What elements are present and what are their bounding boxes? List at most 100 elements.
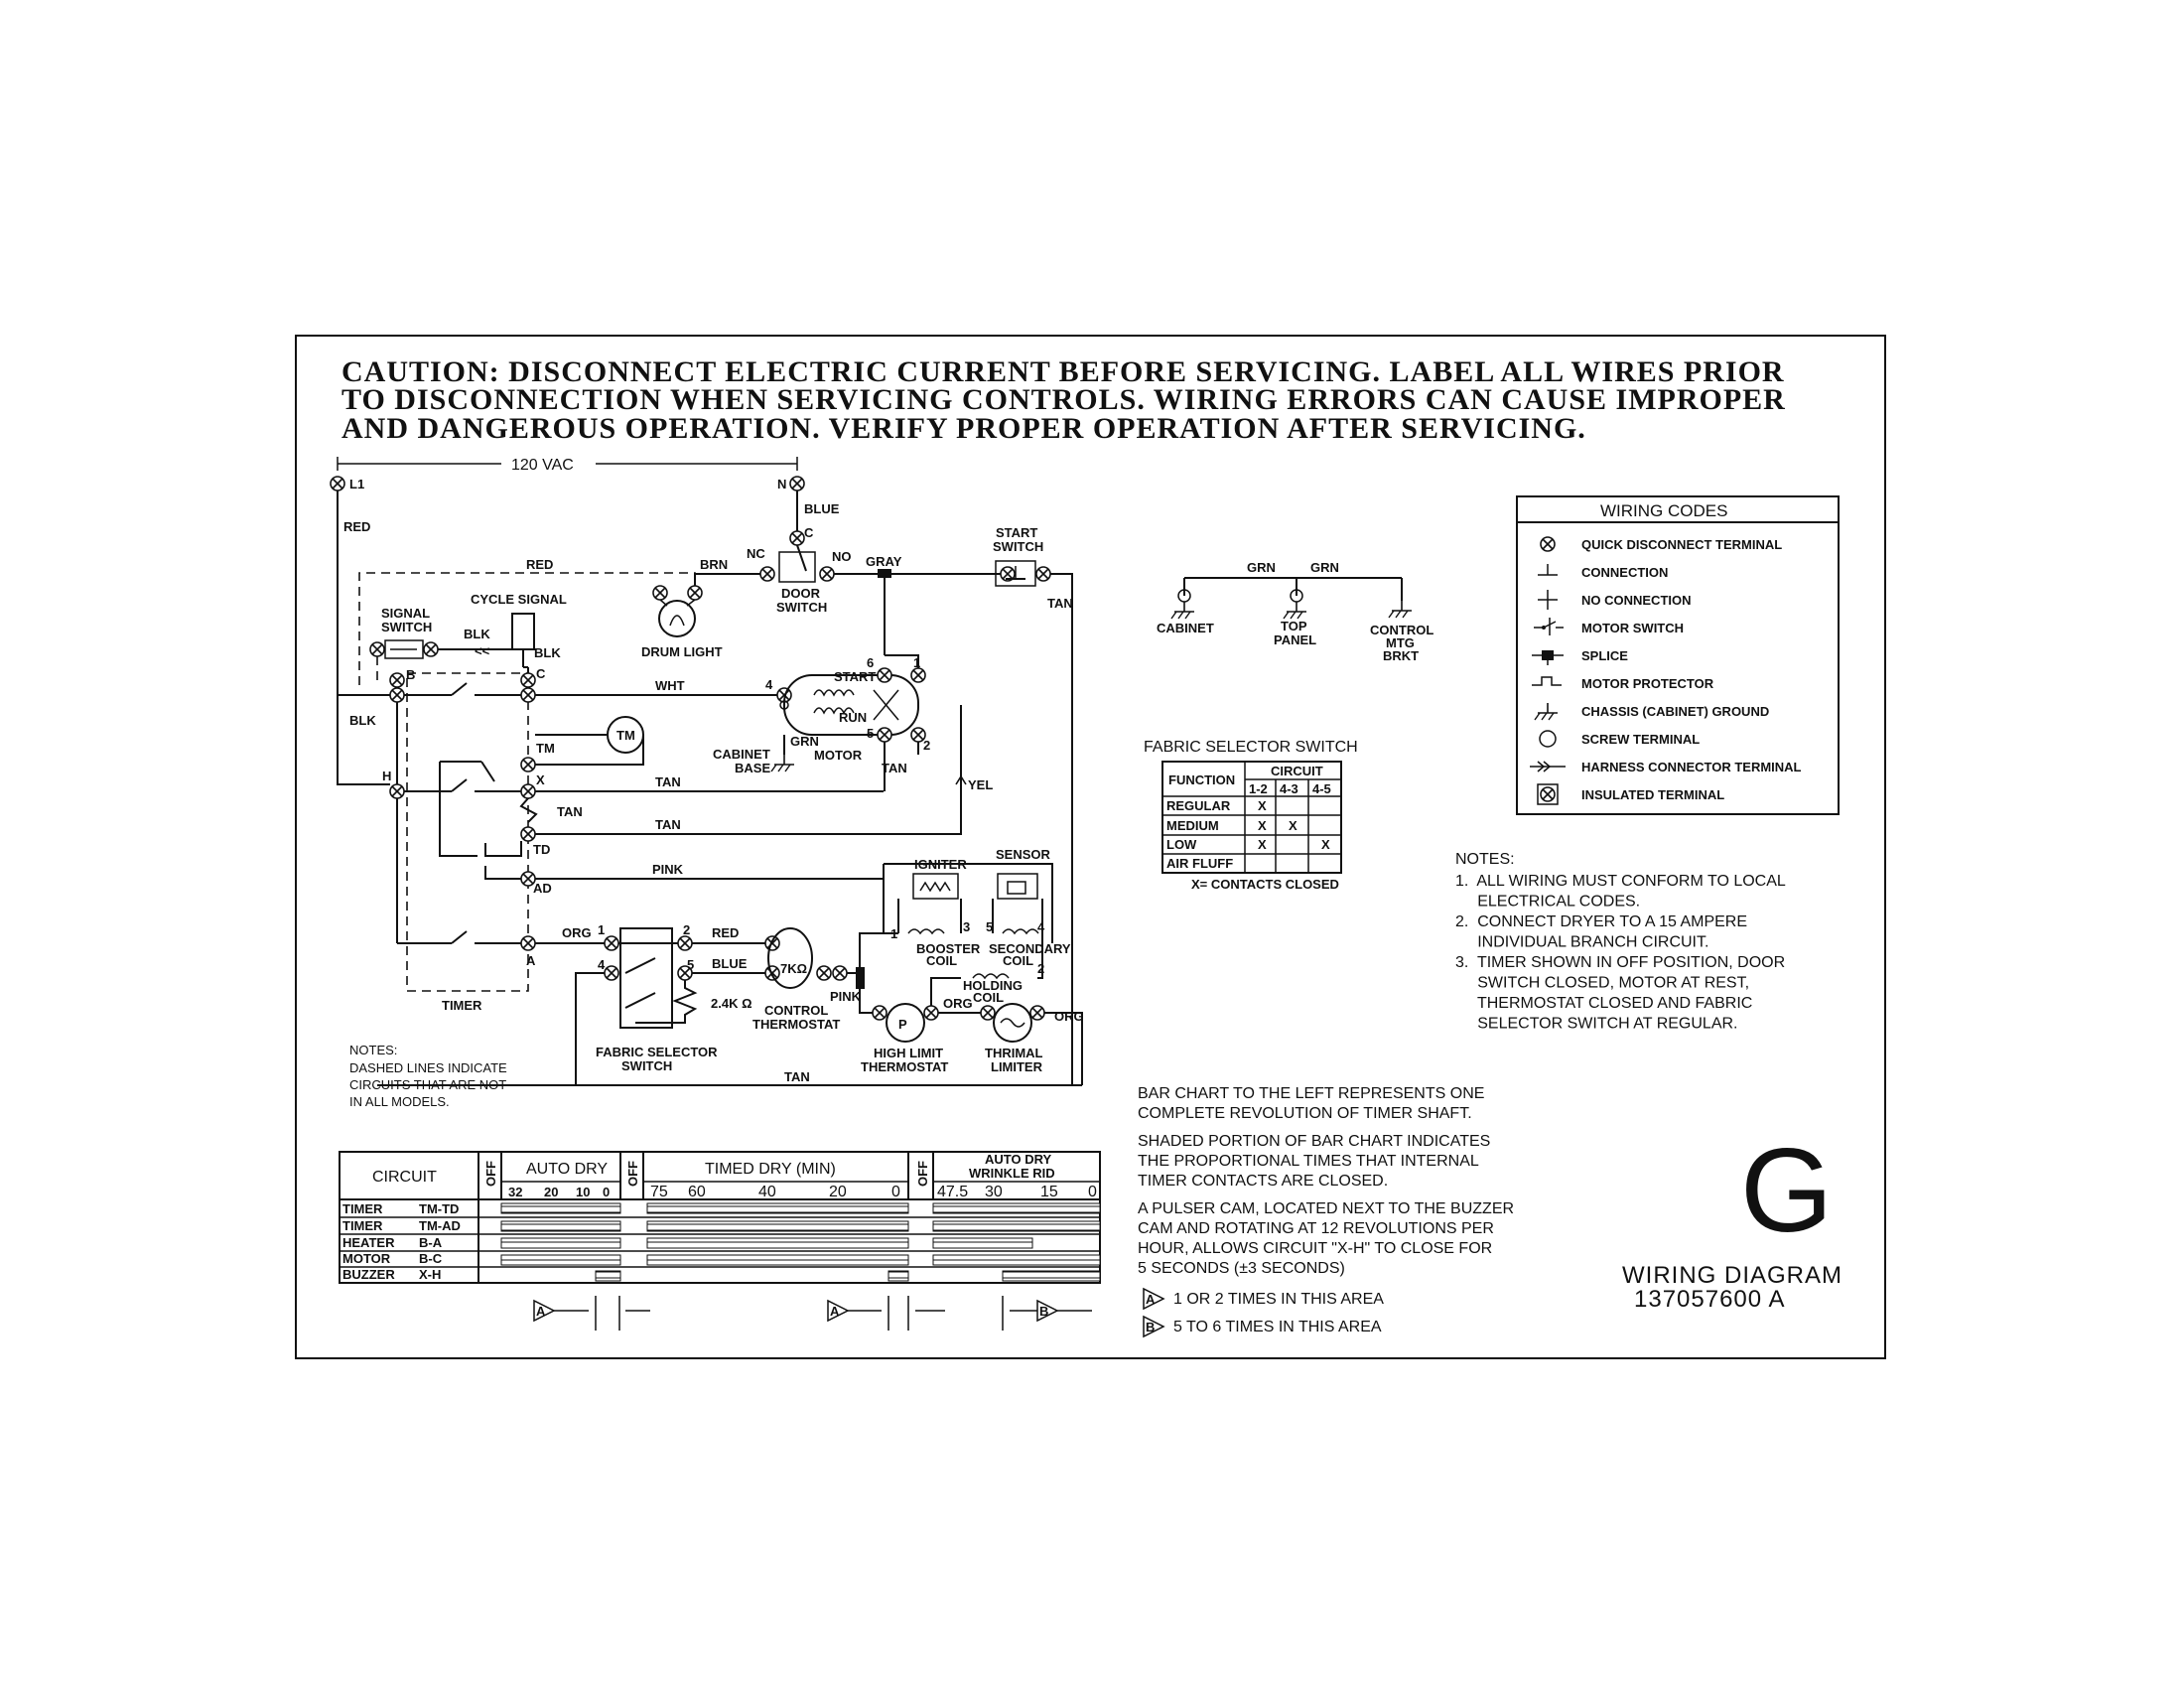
n-terminal bbox=[789, 476, 805, 491]
sensor-contact bbox=[1007, 881, 1026, 895]
fabric-col-header: 1-2 bbox=[1249, 781, 1268, 796]
bar-off-3: OFF bbox=[915, 1161, 930, 1187]
legend-label: MOTOR SWITCH bbox=[1581, 621, 1684, 635]
bar-segment bbox=[646, 1220, 909, 1232]
l1-label: L1 bbox=[349, 477, 364, 491]
ct-terminal-4 bbox=[832, 965, 848, 981]
wiring-codes-title: WIRING CODES bbox=[1600, 501, 1727, 520]
cabinet-base-ground-icon bbox=[770, 754, 795, 772]
drum-light-label: DRUM LIGHT bbox=[641, 644, 723, 659]
bar-tick-timed: 20 bbox=[829, 1184, 847, 1200]
drum-light-icon bbox=[658, 600, 696, 637]
wire-org-hl: ORG bbox=[943, 996, 973, 1011]
fabric-selector-label-1: FABRIC SELECTOR bbox=[596, 1045, 718, 1059]
motor-run-label: RUN bbox=[839, 710, 867, 725]
notes-left-line-1: DASHED LINES INDICATE bbox=[349, 1060, 507, 1075]
legend-label: INSULATED TERMINAL bbox=[1581, 787, 1724, 802]
fs-4-terminal bbox=[604, 965, 619, 981]
motor-protector-icon bbox=[1532, 676, 1562, 686]
bar-row-name: HEATER bbox=[342, 1235, 395, 1250]
bar-chart-explanation: BAR CHART TO THE LEFT REPRESENTS ONECOMP… bbox=[1138, 1085, 1514, 1338]
bar-off-1: OFF bbox=[483, 1161, 498, 1187]
timer-td-terminal bbox=[520, 826, 536, 842]
splice-icon bbox=[1532, 650, 1564, 665]
bar-segment bbox=[932, 1237, 1033, 1249]
gray-splice bbox=[878, 569, 891, 578]
bar-marker-a-1: A bbox=[536, 1304, 546, 1319]
motor-1-label: 1 bbox=[913, 655, 920, 670]
explanation-line: SHADED PORTION OF BAR CHART INDICATES bbox=[1138, 1133, 1490, 1150]
bar-row-name: TIMER bbox=[342, 1201, 383, 1216]
signal-switch-label-1: SIGNAL bbox=[381, 606, 430, 621]
exp-b-text: 5 TO 6 TIMES IN THIS AREA bbox=[1173, 1319, 1382, 1335]
r24k-label: 2.4K Ω bbox=[711, 996, 752, 1011]
signal-switch bbox=[384, 639, 424, 659]
fabric-col-header: 4-3 bbox=[1280, 781, 1298, 796]
notes-right-line: 3. TIMER SHOWN IN OFF POSITION, DOOR bbox=[1455, 954, 1785, 971]
motor-5-terminal bbox=[877, 727, 892, 743]
bar-tick-timed: 0 bbox=[891, 1184, 900, 1200]
connection-icon bbox=[1538, 564, 1558, 576]
bar-segment bbox=[932, 1202, 1101, 1214]
fs-2-terminal bbox=[677, 935, 693, 951]
bar-tick-wrinkle: 15 bbox=[1040, 1184, 1058, 1200]
wire-pink-ct: PINK bbox=[830, 989, 862, 1004]
cycle-signal-label: CYCLE SIGNAL bbox=[471, 592, 567, 607]
bar-row-name: BUZZER bbox=[342, 1267, 395, 1282]
wire-red-l1: RED bbox=[343, 519, 370, 534]
notes-left: NOTES: DASHED LINES INDICATE CIRCUITS TH… bbox=[349, 1043, 507, 1109]
motor-6-label: 6 bbox=[867, 655, 874, 670]
caution-line-3: AND DANGEROUS OPERATION. VERIFY PROPER O… bbox=[341, 412, 1586, 445]
bar-row-name: TIMER bbox=[342, 1218, 383, 1233]
fabric-table-title: FABRIC SELECTOR SWITCH bbox=[1144, 739, 1358, 756]
control-ground-icon bbox=[1388, 600, 1413, 619]
door-nc-label: NC bbox=[747, 546, 765, 561]
bar-tick-auto: 32 bbox=[508, 1185, 522, 1199]
wire-yel: YEL bbox=[968, 777, 993, 792]
bar-tick-timed: 40 bbox=[758, 1184, 776, 1200]
bar-row-terms: X-H bbox=[419, 1267, 441, 1282]
legend-label: CHASSIS (CABINET) GROUND bbox=[1581, 704, 1769, 719]
voltage-label: 120 VAC bbox=[511, 457, 574, 474]
ct-terminal-2 bbox=[764, 965, 780, 981]
fabric-row-name: MEDIUM bbox=[1166, 818, 1219, 833]
bar-row-terms: TM-AD bbox=[419, 1218, 461, 1233]
hl-terminal-2 bbox=[923, 1005, 939, 1021]
signal-switch-terminal-1 bbox=[369, 641, 385, 657]
timer-motor-label: TM bbox=[616, 728, 635, 743]
legend-label: HARNESS CONNECTOR TERMINAL bbox=[1581, 760, 1802, 774]
bar-segment bbox=[932, 1254, 1101, 1266]
bar-row-name: MOTOR bbox=[342, 1251, 391, 1266]
drum-light-terminal-1 bbox=[652, 585, 668, 601]
n-label: N bbox=[777, 477, 786, 491]
bar-row-terms: B-C bbox=[419, 1251, 443, 1266]
door-switch bbox=[778, 551, 816, 583]
ground-control-label-1: CONTROL bbox=[1370, 623, 1433, 637]
wire-blue-n: BLUE bbox=[804, 501, 840, 516]
door-switch-label-1: DOOR bbox=[781, 586, 821, 601]
ct-terminal-1 bbox=[764, 935, 780, 951]
wire-tan-td2: TAN bbox=[655, 817, 681, 832]
wire-tan-motor: TAN bbox=[882, 761, 907, 775]
high-limit-icon: P bbox=[898, 1017, 907, 1032]
thermal-limiter-label-1: THRIMAL bbox=[985, 1046, 1043, 1060]
drum-light-terminal-2 bbox=[687, 585, 703, 601]
start-switch-label-1: START bbox=[996, 525, 1037, 540]
exp-a-text: 1 OR 2 TIMES IN THIS AREA bbox=[1173, 1291, 1384, 1308]
term-b-label: B bbox=[406, 667, 415, 682]
explanation-line: CAM AND ROTATING AT 12 REVOLUTIONS PER bbox=[1138, 1220, 1494, 1237]
bar-tick-auto: 10 bbox=[576, 1185, 590, 1199]
ct-terminal-3 bbox=[816, 965, 832, 981]
timer-c-terminal bbox=[520, 672, 536, 688]
no-connection-icon bbox=[1538, 590, 1558, 610]
explanation-line: THE PROPORTIONAL TIMES THAT INTERNAL bbox=[1138, 1153, 1479, 1170]
door-switch-label-2: SWITCH bbox=[776, 600, 827, 615]
motor-1-terminal bbox=[910, 667, 926, 683]
bar-segment bbox=[646, 1254, 909, 1266]
wire-brn: BRN bbox=[700, 557, 728, 572]
term-td-label: TD bbox=[533, 842, 550, 857]
exp-marker-b: B bbox=[1146, 1320, 1155, 1334]
bar-tick-wrinkle: 0 bbox=[1088, 1184, 1097, 1200]
fs-5-label: 5 bbox=[687, 957, 694, 972]
